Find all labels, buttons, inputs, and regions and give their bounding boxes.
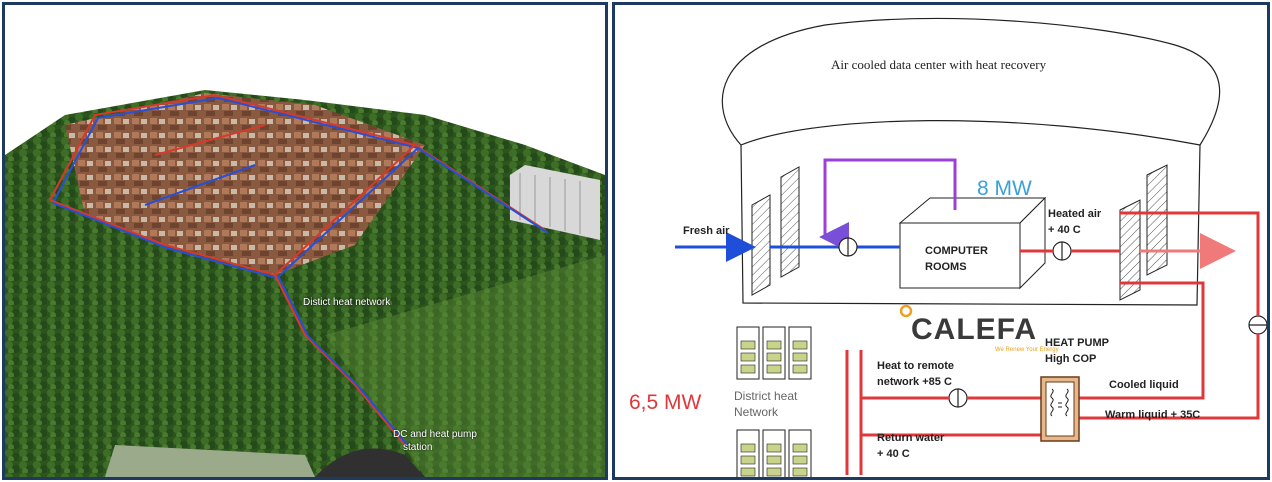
- intake-filter-1: [751, 194, 771, 296]
- aerial-campus-view: Distict heat network DC and heat pump st…: [2, 2, 608, 480]
- power-8mw-label: 8 MW: [977, 177, 1032, 200]
- computer-rooms-label-1: COMPUTER: [925, 245, 988, 257]
- heat-recovery-diagram: Air cooled data center with heat recover…: [612, 2, 1270, 480]
- dc-station-label-line1: DC and heat pump: [393, 429, 477, 440]
- exhaust-exchanger-1: [1119, 199, 1141, 301]
- cooled-liquid-label: Cooled liquid: [1109, 379, 1179, 391]
- data-center-outline: [721, 17, 1221, 306]
- district-heat-lines: [845, 350, 1041, 475]
- schematic: [675, 17, 1267, 477]
- exhaust-exchanger-2: [1146, 164, 1168, 276]
- brand-ring-icon: [899, 304, 913, 318]
- warm-liquid-label: Warm liquid + 35C: [1105, 409, 1201, 421]
- brand-tagline: We Renew Your Energy: [995, 347, 1059, 353]
- district-heat-network-label: Distict heat network: [303, 297, 391, 308]
- heated-air-label-2: + 40 C: [1048, 224, 1081, 236]
- heat-to-remote-label-1: Heat to remote: [877, 360, 955, 372]
- heated-air-label-1: Heated air: [1048, 208, 1102, 220]
- fresh-air-label: Fresh air: [683, 225, 730, 237]
- heat-to-remote-label-2: network +85 C: [877, 376, 952, 388]
- liquid-loop: [1065, 211, 1260, 420]
- dc-station-building: [315, 448, 425, 477]
- diagram-title: Air cooled data center with heat recover…: [831, 57, 1047, 72]
- return-water-label-2: + 40 C: [877, 448, 910, 460]
- intake-filter-2: [780, 166, 800, 278]
- power-65mw-label: 6,5 MW: [629, 391, 702, 414]
- recirculation-loop: [819, 158, 957, 252]
- district-heat-label-2: Network: [734, 405, 779, 419]
- brand-logo: CALEFA: [911, 313, 1037, 346]
- district-buildings: [736, 326, 812, 477]
- city-block: [65, 93, 425, 275]
- heat-pump-label-1: HEAT PUMP: [1045, 337, 1109, 349]
- heat-pump-label-2: High COP: [1045, 353, 1097, 365]
- aerial-illustration: [5, 5, 605, 477]
- dc-station-label-line2: station: [403, 442, 433, 453]
- return-water-label-1: Return water: [877, 432, 945, 444]
- greenhouses: [105, 445, 315, 477]
- district-heat-label-1: District heat: [734, 389, 798, 403]
- computer-rooms-label-2: ROOMS: [925, 261, 967, 273]
- district-heat-pipes: [49, 93, 549, 447]
